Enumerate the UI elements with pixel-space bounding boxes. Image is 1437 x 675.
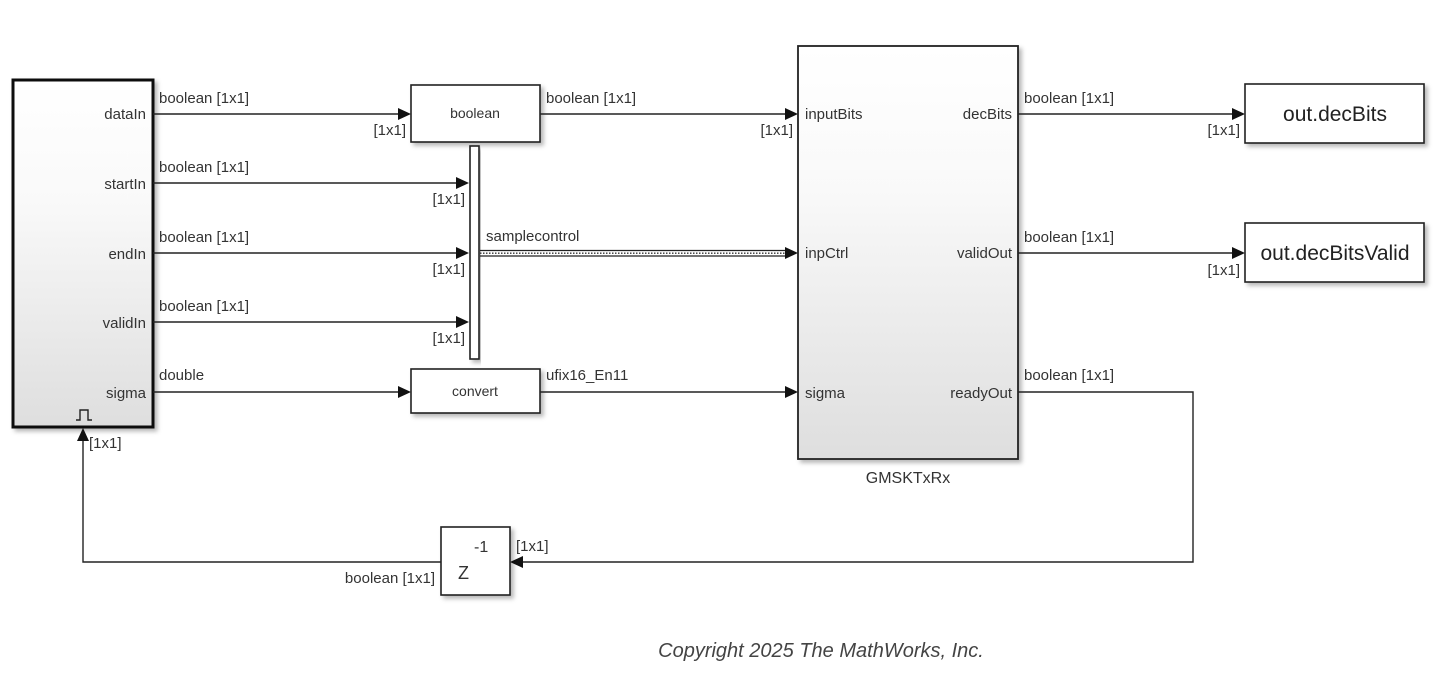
to-workspace-decBitsValid-block[interactable]: [1244, 222, 1425, 283]
dim-label: [1x1]: [760, 122, 793, 139]
signal-label-validIn: boolean [1x1]: [159, 298, 249, 315]
arrow-icon: [456, 247, 469, 259]
wire-delay-out[interactable]: [82, 437, 441, 563]
arrow-icon: [510, 556, 523, 568]
subsystem-name: GMSKTxRx: [866, 470, 950, 487]
arrow-icon: [398, 108, 411, 120]
signal-label-validOut: boolean [1x1]: [1024, 229, 1114, 246]
arrow-icon: [1232, 247, 1245, 259]
wire-readyOut-feedback[interactable]: [519, 391, 1194, 563]
port-label-sigma-in: sigma: [805, 385, 846, 402]
port-label-inpCtrl: inpCtrl: [805, 245, 848, 262]
source-block[interactable]: [11, 78, 155, 429]
to-workspace-decBits-label: out.decBits: [1283, 103, 1387, 126]
convert-block-label: convert: [452, 383, 498, 399]
bus-creator-block[interactable]: [469, 145, 480, 360]
pulse-trigger-icon: [76, 409, 92, 421]
arrow-icon: [1232, 108, 1245, 120]
to-workspace-decBits-block[interactable]: [1244, 83, 1425, 144]
dim-label: [1x1]: [432, 330, 465, 347]
dim-label: [1x1]: [1207, 262, 1240, 279]
arrow-icon: [785, 386, 798, 398]
dim-label: [1x1]: [89, 435, 122, 452]
arrow-icon: [77, 428, 89, 441]
delay-exponent: -1: [474, 539, 488, 556]
port-label-inputBits: inputBits: [805, 106, 863, 123]
to-workspace-decBitsValid-label: out.decBitsValid: [1260, 242, 1409, 265]
port-label-readyOut: readyOut: [950, 385, 1013, 402]
port-label-endIn: endIn: [108, 246, 146, 263]
arrow-icon: [456, 177, 469, 189]
dim-label: [1x1]: [1207, 122, 1240, 139]
signal-label-readyOut: boolean [1x1]: [1024, 367, 1114, 384]
arrow-icon: [456, 316, 469, 328]
copyright-text: Copyright 2025 The MathWorks, Inc.: [658, 640, 984, 662]
signal-label-convert-out: ufix16_En11: [546, 367, 628, 384]
wire-samplecontrol-bus[interactable]: [480, 249, 787, 257]
signal-label-endIn: boolean [1x1]: [159, 229, 249, 246]
signal-label-bus: samplecontrol: [486, 228, 579, 245]
signal-label-dataIn: boolean [1x1]: [159, 90, 249, 107]
arrow-icon: [785, 108, 798, 120]
arrow-icon: [398, 386, 411, 398]
dim-label: [1x1]: [373, 122, 406, 139]
dim-label: [1x1]: [516, 538, 549, 555]
signal-label-decBits: boolean [1x1]: [1024, 90, 1114, 107]
port-label-validOut: validOut: [957, 245, 1013, 262]
unit-delay-block[interactable]: [440, 526, 511, 596]
signal-label-sigma: double: [159, 367, 204, 384]
signal-label-startIn: boolean [1x1]: [159, 159, 249, 176]
dim-label: [1x1]: [432, 191, 465, 208]
port-label-validIn: validIn: [103, 315, 146, 332]
port-label-decBits: decBits: [963, 106, 1012, 123]
port-label-sigma: sigma: [106, 385, 147, 402]
boolean-block-label: boolean: [450, 105, 500, 121]
port-label-startIn: startIn: [104, 176, 146, 193]
signal-label-delay-out: boolean [1x1]: [345, 570, 435, 587]
convert-block[interactable]: [410, 368, 541, 414]
dim-label: [1x1]: [432, 261, 465, 278]
signal-label-boolean-out: boolean [1x1]: [546, 90, 636, 107]
delay-base: Z: [458, 563, 469, 583]
port-label-dataIn: dataIn: [104, 106, 146, 123]
arrow-icon: [785, 247, 798, 259]
